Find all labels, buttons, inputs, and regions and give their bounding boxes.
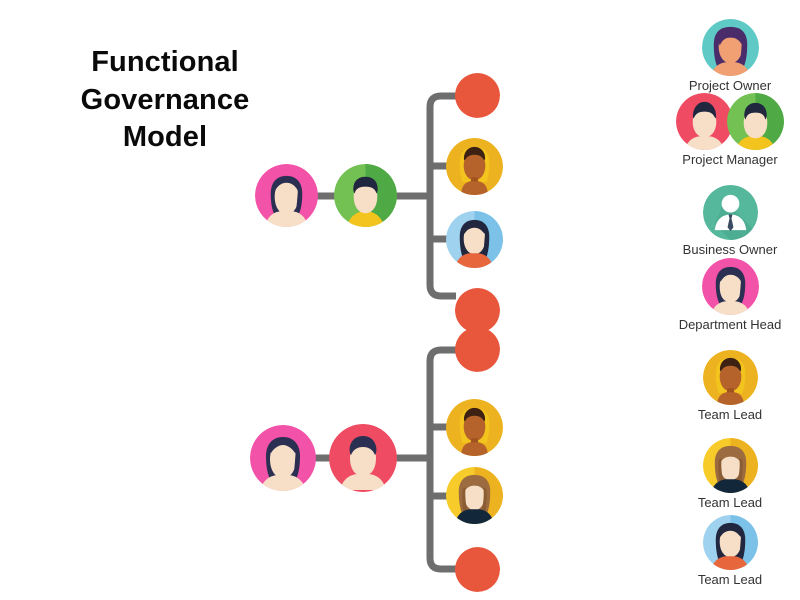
legend-label: Department Head: [678, 317, 782, 332]
project-owner-avatar-icon: [701, 19, 759, 76]
project-manager-green-avatar-icon: [727, 93, 784, 150]
legend-label: Business Owner: [682, 242, 778, 257]
legend-avatars: [660, 180, 800, 240]
node-team-lead-bottom-3[interactable]: [446, 467, 503, 524]
legend-avatars: [660, 90, 800, 150]
legend-item-team-lead-2[interactable]: Team Lead: [660, 433, 800, 511]
legend-label: Project Owner: [688, 78, 772, 93]
node-team-member-bottom-1[interactable]: [455, 327, 500, 372]
node-team-member-bottom-4[interactable]: [455, 547, 500, 592]
legend-item-team-lead-3[interactable]: Team Lead: [660, 510, 800, 588]
connector-lines: [307, 92, 456, 573]
legend-item-team-lead-1[interactable]: Team Lead: [660, 345, 800, 423]
legend-item-business-owner[interactable]: Business Owner: [660, 180, 800, 258]
project-manager-red-avatar-icon: [676, 93, 733, 150]
connector-bottom-spine: [426, 346, 456, 573]
node-team-lead-top-3[interactable]: [446, 211, 503, 268]
team-lead-blue-avatar-icon: [702, 515, 758, 570]
legend-label: Team Lead: [697, 572, 763, 587]
legend-label: Team Lead: [697, 495, 763, 510]
node-department-head-bottom[interactable]: [250, 425, 316, 491]
node-team-member-top-1[interactable]: [455, 73, 500, 118]
legend-item-project-owner[interactable]: Project Owner: [660, 16, 800, 94]
legend-avatars: [660, 255, 800, 315]
legend-avatars: [660, 510, 800, 570]
node-team-member-top-4[interactable]: [455, 288, 500, 333]
legend-item-project-manager[interactable]: Project Manager: [660, 90, 800, 168]
legend-item-department-head[interactable]: Department Head: [660, 255, 800, 333]
page-title: Functional Governance Model: [80, 46, 250, 154]
node-project-manager-bottom[interactable]: [329, 424, 397, 492]
legend-avatars: [660, 345, 800, 405]
legend-avatars: [660, 433, 800, 493]
org-chart-diagram: [250, 73, 503, 592]
node-department-head-top[interactable]: [255, 164, 318, 227]
node-team-lead-bottom-2[interactable]: [446, 399, 503, 456]
role-legend: Project Owner: [660, 0, 800, 600]
node-project-manager-top[interactable]: [334, 164, 397, 227]
connector-top-spine: [426, 92, 456, 300]
legend-label: Project Manager: [682, 152, 778, 167]
team-lead-gold-avatar-icon: [702, 350, 758, 405]
department-head-avatar-icon: [701, 258, 759, 315]
node-team-lead-top-2[interactable]: [446, 138, 503, 195]
legend-avatars: [660, 16, 800, 76]
business-owner-avatar-icon: [702, 185, 758, 240]
legend-label: Team Lead: [697, 407, 763, 422]
team-lead-yellow-avatar-icon: [702, 438, 758, 493]
